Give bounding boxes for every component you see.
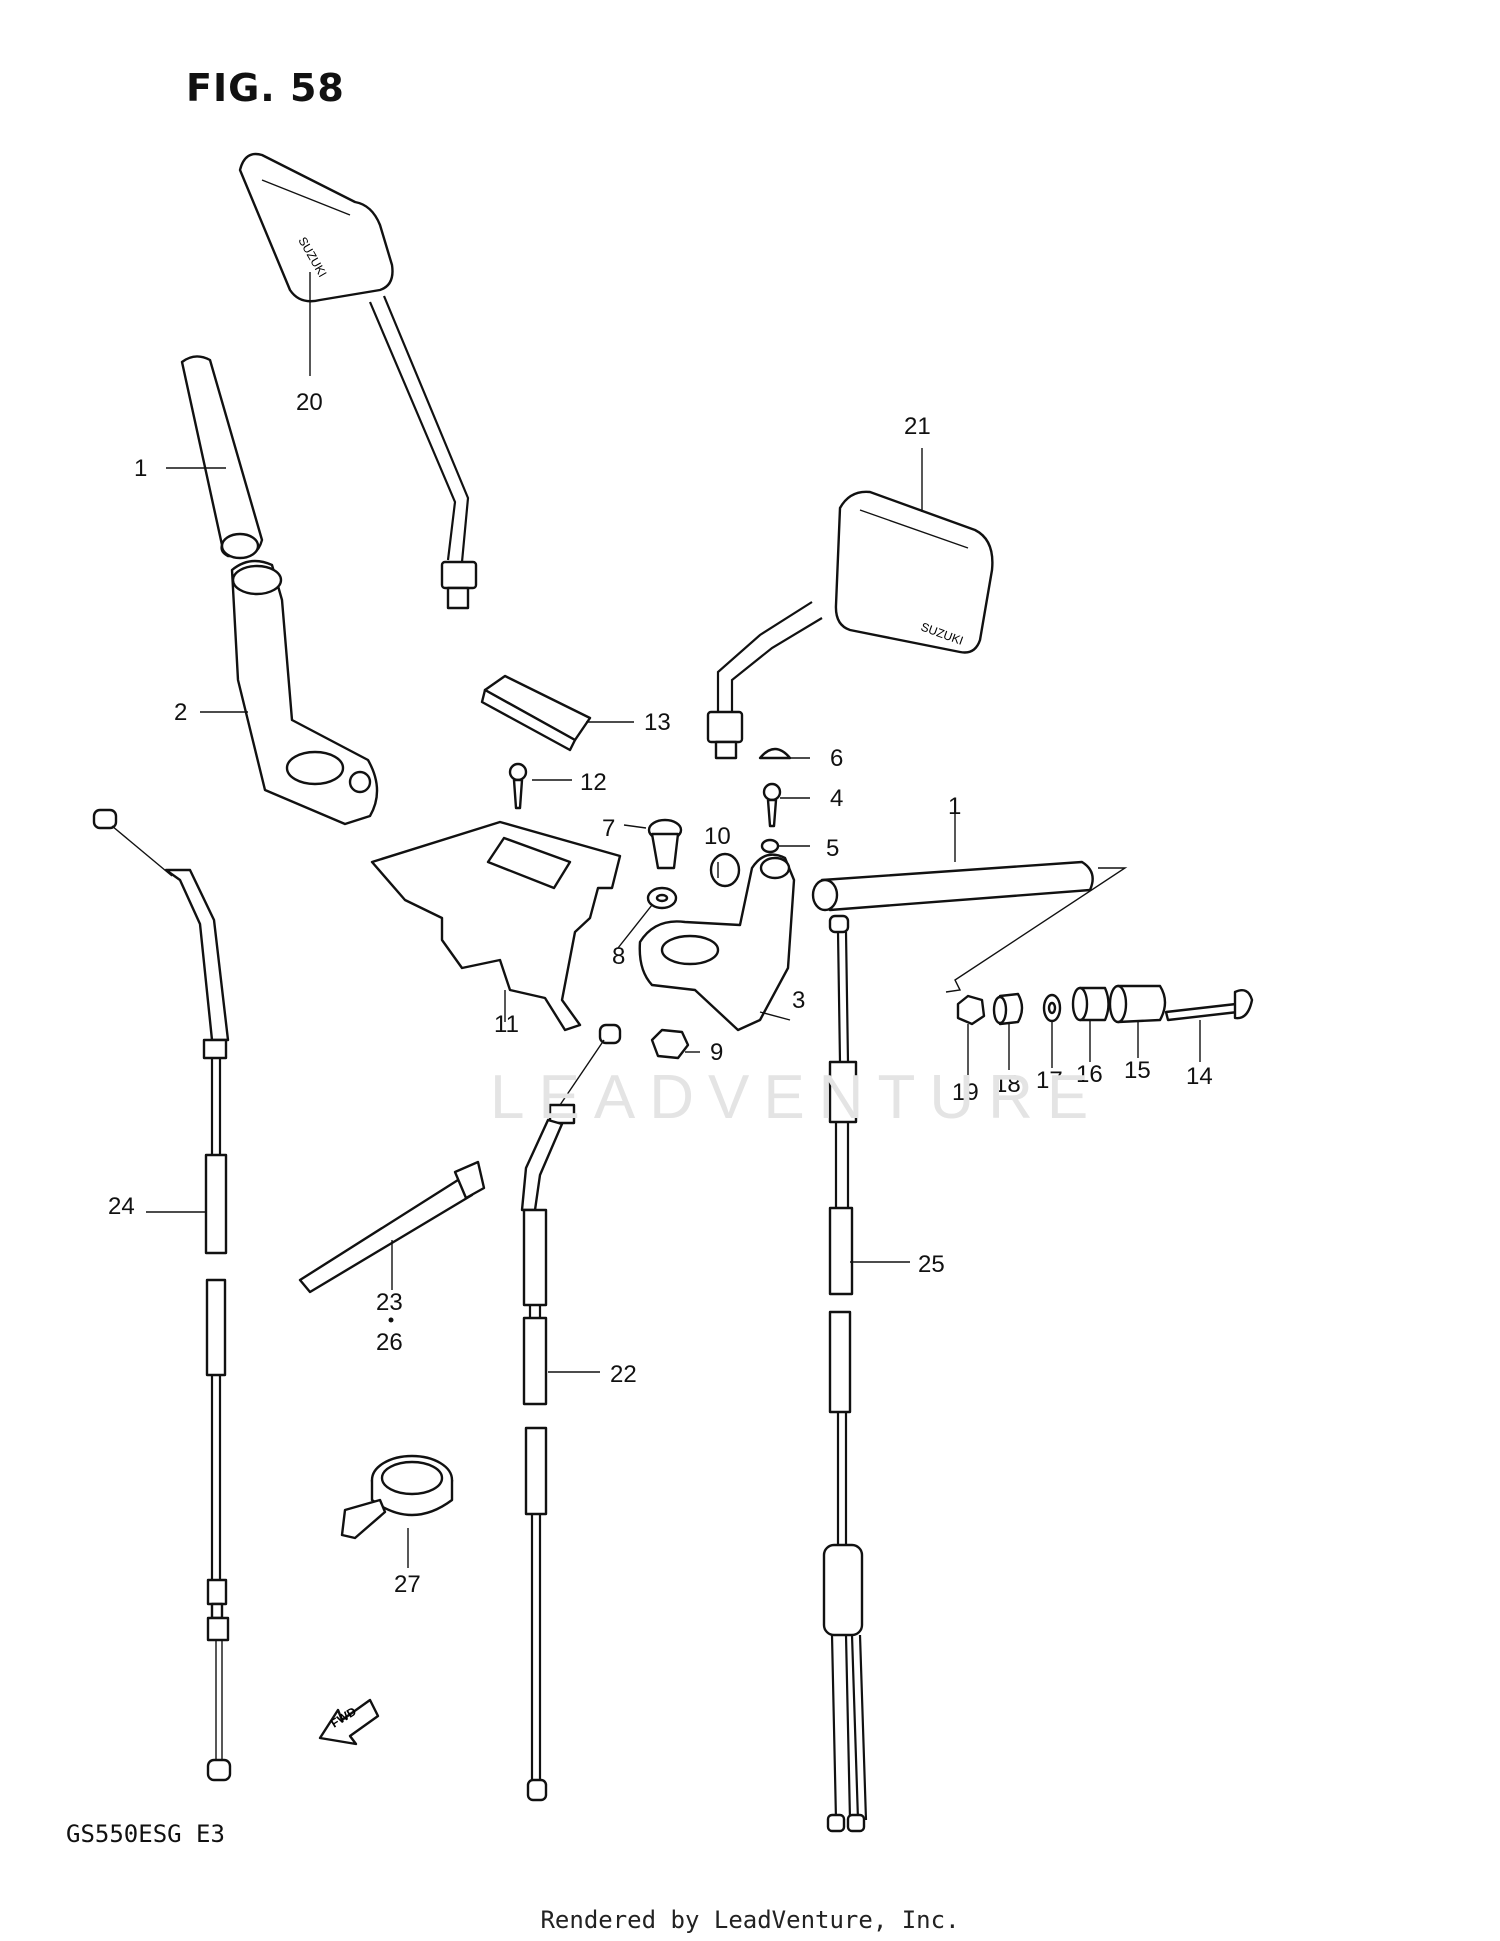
bar-end-weight-part-15[interactable] bbox=[1108, 984, 1167, 1024]
callout-1-left: 1 bbox=[134, 455, 147, 482]
callout-9: 9 bbox=[710, 1039, 723, 1066]
callout-12: 12 bbox=[580, 769, 607, 796]
callout-3: 3 bbox=[792, 987, 805, 1014]
callout-24: 24 bbox=[108, 1193, 135, 1220]
right-mirror-part-21[interactable]: SUZUKI bbox=[706, 490, 994, 760]
leader-lines bbox=[146, 272, 1201, 1568]
washer-part-8[interactable] bbox=[646, 886, 678, 910]
callout-23: 23 bbox=[376, 1289, 403, 1316]
left-handlebar-part-2[interactable] bbox=[230, 559, 379, 826]
callout-numbers: 20 1 2 21 13 12 7 8 11 10 6 4 5 1 3 9 14… bbox=[108, 389, 1213, 1598]
callout-27: 27 bbox=[394, 1571, 421, 1598]
bar-end-screw-part-14[interactable] bbox=[1164, 989, 1254, 1022]
callout-2: 2 bbox=[174, 699, 187, 726]
model-code: GS550ESG E3 bbox=[66, 1820, 225, 1848]
adjuster-part-27[interactable] bbox=[340, 1454, 454, 1540]
watermark: LEADVENTURE bbox=[490, 1063, 1103, 1132]
figure-title: FIG. 58 bbox=[186, 66, 345, 110]
callout-19: 19 bbox=[952, 1079, 979, 1106]
callout-22: 22 bbox=[610, 1361, 637, 1388]
callout-25: 25 bbox=[918, 1251, 945, 1278]
callout-17: 17 bbox=[1036, 1067, 1063, 1094]
cable-tie-part-23-26[interactable] bbox=[298, 1160, 486, 1294]
cap-part-6[interactable] bbox=[758, 747, 792, 760]
callout-14: 14 bbox=[1186, 1063, 1213, 1090]
screw-part-4[interactable] bbox=[762, 782, 782, 828]
label-plate-part-13[interactable] bbox=[480, 674, 592, 752]
callout-7: 7 bbox=[602, 815, 615, 842]
left-mirror-part-20[interactable]: SUZUKI bbox=[238, 152, 478, 610]
callout-8: 8 bbox=[612, 943, 625, 970]
callout-11: 11 bbox=[494, 1011, 519, 1038]
washer-part-17[interactable] bbox=[1042, 993, 1062, 1023]
callout-1-right: 1 bbox=[948, 793, 961, 820]
callout-21: 21 bbox=[904, 413, 931, 440]
collar-part-18[interactable] bbox=[992, 992, 1024, 1026]
callout-15: 15 bbox=[1124, 1057, 1151, 1084]
right-grip-part-1[interactable] bbox=[811, 860, 1128, 993]
callout-20: 20 bbox=[296, 389, 323, 416]
bar-end-weight-part-16[interactable] bbox=[1071, 986, 1110, 1022]
callout-10: 10 bbox=[704, 823, 731, 850]
nut-part-9[interactable] bbox=[650, 1028, 690, 1060]
screw-part-12[interactable] bbox=[508, 762, 528, 810]
callout-26: 26 bbox=[376, 1329, 403, 1356]
clutch-cable-part-24[interactable] bbox=[92, 808, 232, 1782]
top-bracket-part-11[interactable] bbox=[370, 820, 622, 1032]
callout-18: 18 bbox=[994, 1071, 1021, 1098]
callout-4: 4 bbox=[830, 785, 843, 812]
plug-part-10[interactable] bbox=[709, 852, 741, 888]
washer-part-5[interactable] bbox=[760, 838, 780, 854]
footer-credit: Rendered by LeadVenture, Inc. bbox=[540, 1906, 960, 1934]
left-grip-part-1[interactable] bbox=[180, 355, 264, 560]
right-handlebar-part-3[interactable] bbox=[638, 853, 796, 1032]
callout-16: 16 bbox=[1076, 1061, 1103, 1088]
throttle-cable-part-25[interactable] bbox=[822, 914, 868, 1833]
bolt-part-7[interactable] bbox=[647, 818, 683, 870]
callout-5: 5 bbox=[826, 835, 839, 862]
callout-6: 6 bbox=[830, 745, 843, 772]
callout-13: 13 bbox=[644, 709, 671, 736]
nut-part-19[interactable] bbox=[956, 994, 986, 1026]
forward-direction-arrow: FWD bbox=[318, 1698, 380, 1746]
throttle-cable-part-22[interactable] bbox=[520, 1023, 622, 1802]
